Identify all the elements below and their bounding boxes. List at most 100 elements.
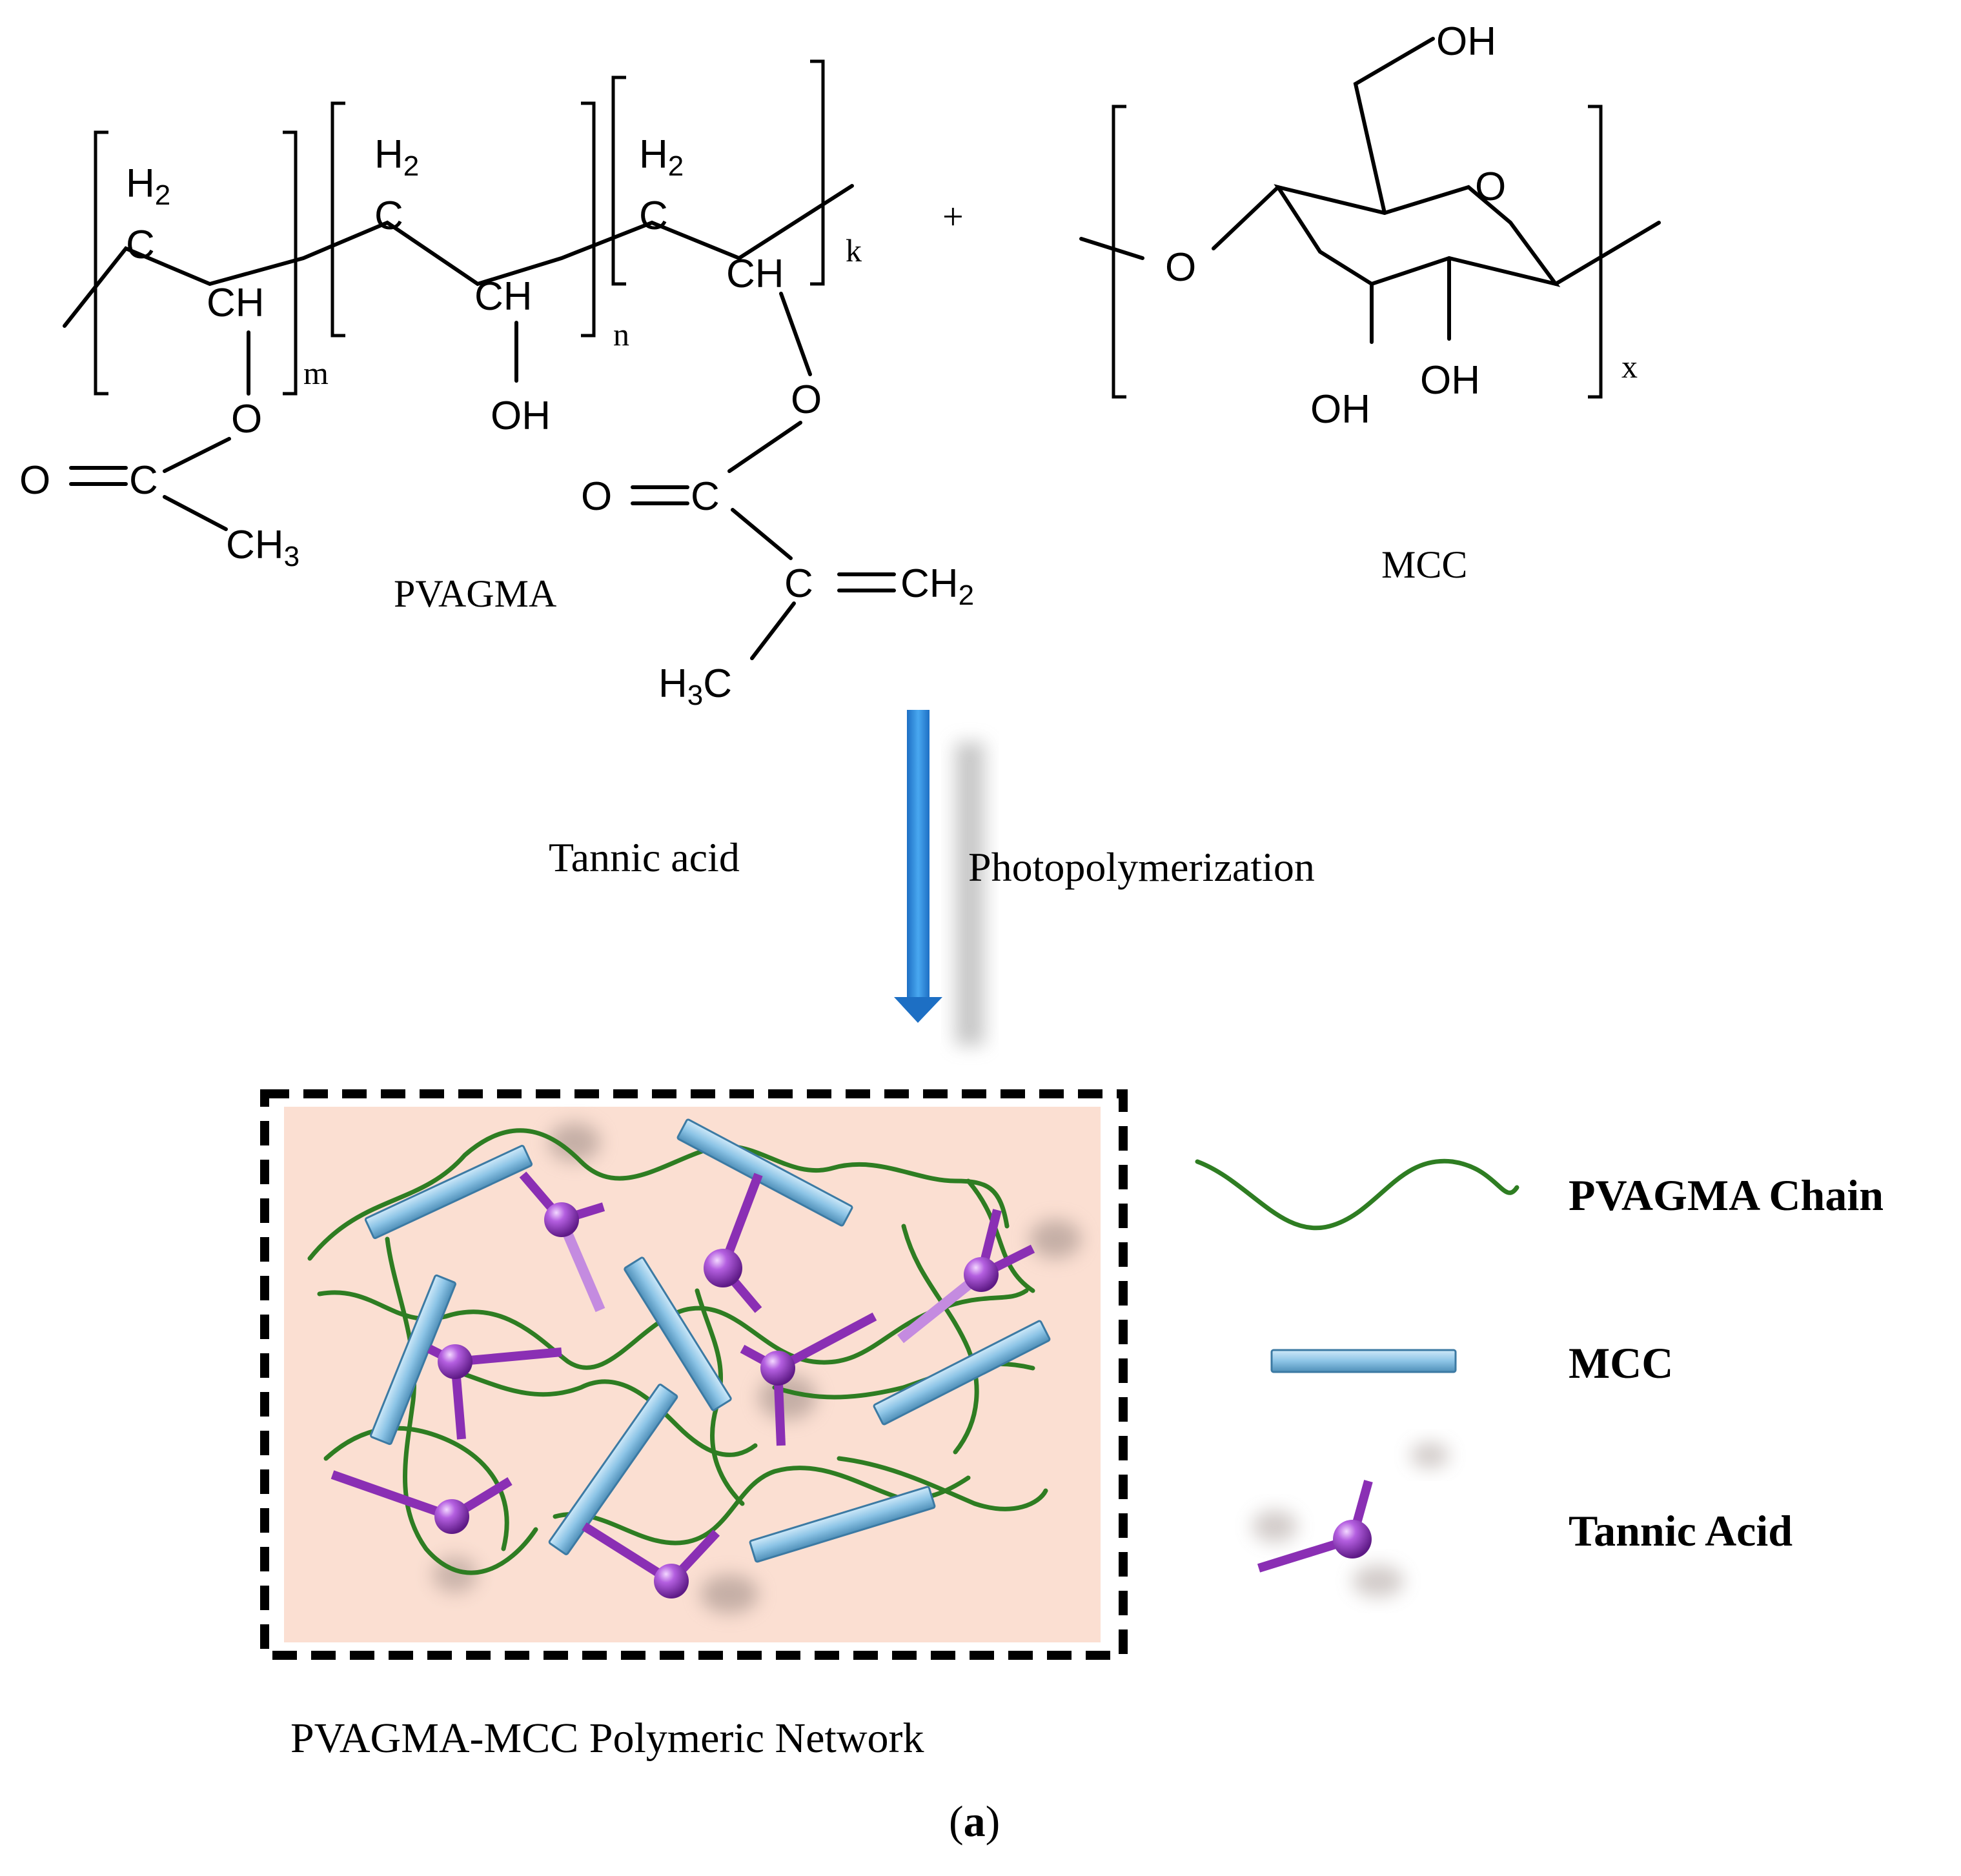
pvagma-backbone <box>63 184 854 328</box>
bond-c-c <box>731 508 793 560</box>
atom-o-1: O <box>231 397 262 441</box>
mcc-label: MCC <box>1381 543 1467 586</box>
bond-right-end <box>1554 221 1661 286</box>
bracket-x-open <box>1112 105 1126 399</box>
pvagma-atoms: H2 C CH O O C CH3 H2 C CH OH H2 C CH O O… <box>19 132 974 711</box>
bracket-m-close <box>283 130 298 396</box>
tannic-acid-molecules <box>330 1171 1035 1599</box>
polymer-chain <box>385 1236 538 1575</box>
polymer-chain <box>323 1426 509 1551</box>
bond-c-double-ch2 <box>837 572 896 592</box>
atom-o-double-3: O <box>581 474 612 519</box>
atom-h2-2: H2 <box>374 132 419 182</box>
bracket-k-close <box>810 59 825 286</box>
atom-ch-1: CH <box>207 281 265 325</box>
atom-h2-3: H2 <box>639 132 684 182</box>
mcc-rods <box>364 1118 1051 1563</box>
bracket-n-close <box>581 101 596 338</box>
bond-o-c-2 <box>727 421 802 473</box>
pvagma-label: PVAGMA <box>394 572 556 615</box>
tannic-acid-molecule <box>330 1470 513 1534</box>
tannic-acid-molecule <box>740 1312 877 1446</box>
shadow-blob <box>1352 1565 1404 1597</box>
bond-c-ch3-2 <box>750 601 796 660</box>
bond-left-end <box>1079 237 1144 260</box>
atom-oh-right: OH <box>1420 358 1480 403</box>
network-caption: PVAGMA-MCC Polymeric Network <box>290 1715 924 1762</box>
atom-o-3: O <box>791 378 822 422</box>
tannic-acid-molecule <box>519 1171 605 1313</box>
mcc-rod <box>548 1384 678 1555</box>
subscript-k: k <box>846 232 862 268</box>
shadow-blob <box>549 1123 600 1162</box>
network-dashed-border <box>260 1089 1128 1660</box>
mcc-rod <box>370 1274 456 1446</box>
shadow-blob <box>700 1575 758 1613</box>
polymer-chain <box>837 1456 1048 1511</box>
atom-o-ring: O <box>1475 165 1506 209</box>
panel-label: (a) <box>949 1797 1000 1846</box>
reaction-arrow <box>894 710 984 1045</box>
mcc-rod <box>364 1145 533 1239</box>
bond-o-ring-left <box>1212 185 1280 250</box>
legend: PVAGMA Chain MCC Tannic Acid <box>1195 1158 1884 1597</box>
atom-o-double-1: O <box>19 458 50 503</box>
subscript-n: n <box>613 316 629 352</box>
tannic-acid-label: Tannic acid <box>549 834 740 880</box>
atom-ch-3: CH <box>726 252 784 296</box>
legend-chain-label: PVAGMA Chain <box>1569 1171 1884 1220</box>
photopolymerization-label: Photopolymerization <box>968 844 1315 890</box>
shadow-blob <box>1252 1510 1297 1542</box>
legend-tannic-swatch <box>1257 1480 1373 1573</box>
mcc-rod <box>624 1256 732 1411</box>
bracket-n-open <box>330 101 345 338</box>
polymer-chain <box>966 1178 1035 1293</box>
atom-ch3-1: CH3 <box>226 523 300 572</box>
arrow-head <box>894 997 942 1023</box>
atom-h2-1: H2 <box>126 161 170 211</box>
mcc-ring <box>1274 184 1561 287</box>
tannic-acid-molecule <box>897 1209 1035 1344</box>
atom-ch2-vinyl: CH2 <box>900 561 974 611</box>
pvagma-structure <box>63 59 896 660</box>
polymer-chain <box>307 1128 1010 1261</box>
bond-ch-o-2 <box>779 292 812 376</box>
subscript-x: x <box>1621 348 1638 385</box>
bracket-x-close <box>1588 105 1603 399</box>
tannic-acid-molecule <box>704 1173 763 1313</box>
bond-c-double-o <box>69 466 128 486</box>
polymer-chain <box>901 1224 979 1455</box>
legend-mcc-swatch <box>1270 1349 1457 1373</box>
atom-h3c: H3C <box>658 661 732 711</box>
plus-sign: + <box>942 196 964 237</box>
mcc-rod <box>873 1320 1051 1426</box>
atom-c-3: C <box>639 194 668 238</box>
mcc-atoms: OH O O OH OH x MCC <box>1165 19 1638 586</box>
atom-o-glyco: O <box>1165 245 1196 290</box>
mcc-rod <box>749 1486 936 1563</box>
legend-mcc-label: MCC <box>1569 1338 1673 1387</box>
shadow-blob <box>1410 1442 1449 1468</box>
bracket-m-open <box>94 130 108 396</box>
atom-c-carbonyl-3: C <box>691 474 720 519</box>
bond-ch2oh <box>1353 37 1435 215</box>
atom-ch-2: CH <box>474 274 533 319</box>
shadow-blob <box>1030 1220 1081 1258</box>
bond-o-c <box>163 437 231 473</box>
legend-chain-swatch <box>1195 1158 1519 1231</box>
bracket-k-open <box>611 76 626 286</box>
network-box <box>260 1089 1128 1660</box>
shadow-blob <box>758 1375 817 1420</box>
atom-oh-left: OH <box>1310 387 1370 432</box>
legend-tannic-label: Tannic Acid <box>1569 1506 1793 1555</box>
bond-c-ch3 <box>163 495 228 531</box>
atom-oh-2: OH <box>491 394 551 438</box>
mcc-structure <box>1079 37 1661 399</box>
arrow-shadow <box>955 742 984 1045</box>
tannic-acid-molecule <box>582 1522 720 1599</box>
atom-c-1: C <box>126 223 155 267</box>
arrow-shaft <box>907 710 930 1000</box>
atom-c-carbonyl-1: C <box>129 458 158 503</box>
tannic-acid-molecule <box>427 1344 562 1440</box>
